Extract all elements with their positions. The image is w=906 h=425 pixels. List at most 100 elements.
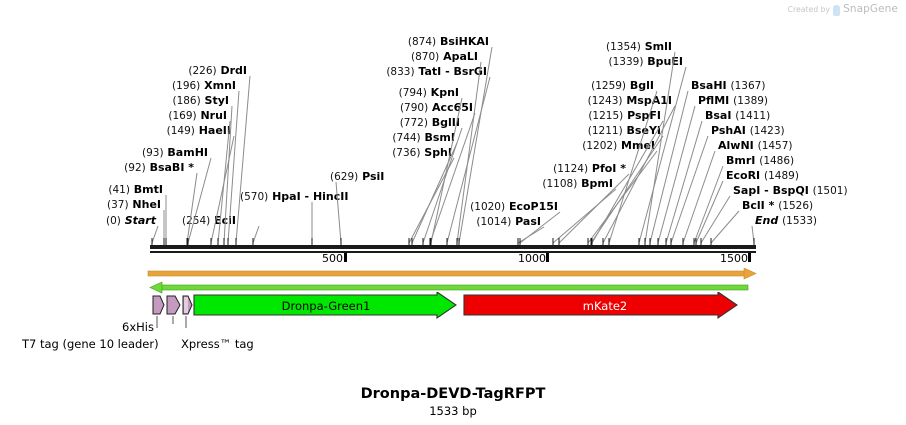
enzyme-label-end[interactable]: End (1533): [755, 215, 817, 227]
leader-alwni: [682, 150, 716, 244]
ruler-bar-main: [150, 245, 756, 249]
enzyme-position: (93): [142, 147, 164, 159]
enzyme-label-start[interactable]: (0) Start: [106, 215, 156, 227]
enzyme-position: (736): [392, 147, 421, 159]
ruler-label-500: 500: [322, 252, 343, 265]
enzyme-label-apali[interactable]: (870) ApaLI: [411, 51, 478, 63]
enzyme-label-bsabi[interactable]: (92) BsaBI *: [124, 162, 194, 174]
enzyme-position: (37): [107, 199, 129, 211]
enzyme-label-bsai[interactable]: BsaI (1411): [705, 110, 770, 122]
leader-bsai: [665, 120, 703, 244]
enzyme-name: BmrI: [726, 154, 756, 167]
leader-pasi: [517, 226, 545, 244]
leader-sphi: [408, 157, 455, 244]
enzyme-label-bsahi[interactable]: BsaHI (1367): [691, 80, 765, 92]
promoter-track-arrow: [149, 281, 749, 294]
enzyme-position: (1457): [757, 140, 793, 152]
enzyme-position: (772): [399, 117, 428, 129]
enzyme-label-bsmi[interactable]: (744) BsmI: [392, 132, 455, 144]
enzyme-position: (1354): [605, 41, 641, 53]
enzyme-label-bseyi[interactable]: (1211) BseYI: [588, 125, 661, 137]
enzyme-name: End: [755, 214, 779, 227]
enzyme-label-smli[interactable]: (1354) SmlI: [606, 41, 672, 53]
feature-label-6xhis: 6xHis: [122, 320, 154, 334]
enzyme-name: Acc65I: [432, 101, 473, 114]
gene-label-dronpa-green1: Dronpa-Green1: [281, 299, 371, 313]
enzyme-label-nrui[interactable]: (169) NruI: [168, 110, 227, 122]
enzyme-label-bpuei[interactable]: (1339) BpuEI: [609, 56, 683, 68]
enzyme-name: SphI: [424, 146, 452, 159]
gene-feature-track[interactable]: [0, 292, 906, 332]
enzyme-label-ecori[interactable]: EcoRI (1489): [726, 170, 799, 182]
leader-bpuei: [638, 66, 687, 244]
enzyme-name: SmlI: [644, 40, 672, 53]
leader-drdi: [235, 75, 251, 244]
enzyme-position: (790): [399, 102, 429, 114]
enzyme-label-bgli[interactable]: (1259) BglI: [591, 80, 654, 92]
ruler-bar-secondary: [150, 251, 756, 253]
enzyme-position: (1020): [470, 201, 506, 213]
enzyme-name: BpmI: [581, 177, 613, 190]
leader-psii: [335, 181, 342, 244]
enzyme-position: (169): [168, 110, 197, 122]
enzyme-position: (1489): [764, 170, 799, 182]
enzyme-position: (1501): [812, 185, 848, 197]
snapgene-watermark: Created by SnapGene: [788, 3, 898, 16]
enzyme-leader-lines: [151, 46, 755, 244]
enzyme-position: (1486): [759, 155, 795, 167]
enzyme-label-mspa1i[interactable]: (1243) MspA1I: [588, 95, 672, 107]
leader-tati: [446, 76, 491, 244]
enzyme-name-secondary: BsrGI: [453, 65, 487, 78]
enzyme-label-pfoi[interactable]: (1124) PfoI *: [553, 163, 626, 175]
leader-bcli: [710, 210, 740, 244]
enzyme-label-bmri[interactable]: BmrI (1486): [726, 155, 794, 167]
enzyme-name: PflMI: [698, 94, 730, 107]
enzyme-position: (1211): [587, 125, 623, 137]
enzyme-label-bglii[interactable]: (772) BglII: [400, 117, 460, 129]
enzyme-label-bpmi[interactable]: (1108) BpmI: [542, 178, 613, 190]
leader-kpni: [430, 97, 463, 244]
enzyme-label-kpni[interactable]: (794) KpnI: [399, 87, 459, 99]
leader-bsmi: [411, 142, 458, 244]
enzyme-position: (1411): [735, 110, 771, 122]
enzyme-name: HpaI: [272, 190, 301, 203]
enzyme-label-nhei[interactable]: (37) NheI: [107, 199, 161, 211]
enzyme-label-sapi-bspqi[interactable]: SapI - BspQI (1501): [733, 185, 848, 197]
enzyme-name: BseYI: [626, 124, 661, 137]
enzyme-label-bsihkai[interactable]: (874) BsiHKAI: [408, 36, 489, 48]
enzyme-label-hpai-hincii[interactable]: (570) HpaI - HincII: [240, 191, 348, 203]
enzyme-position: (1533): [782, 215, 817, 227]
enzyme-label-pshai[interactable]: PshAI (1423): [711, 125, 785, 137]
enzyme-label-pflmi[interactable]: PflMI (1389): [698, 95, 768, 107]
enzyme-label-pasi[interactable]: (1014) PasI: [476, 216, 541, 228]
enzyme-position: (254): [182, 215, 211, 227]
enzyme-label-sphi[interactable]: (736) SphI: [392, 147, 452, 159]
feature-label-xpress-tag: Xpress™ tag: [181, 337, 254, 351]
enzyme-name: TatI: [418, 65, 442, 78]
enzyme-position: (196): [172, 80, 201, 92]
enzyme-label-tati-bsrgi[interactable]: (833) TatI - BsrGI: [386, 66, 487, 78]
enzyme-label-bamhi[interactable]: (93) BamHI: [142, 147, 208, 159]
enzyme-name: PfoI *: [591, 162, 626, 175]
leader-ecii: [252, 225, 260, 244]
enzyme-label-mmei[interactable]: (1202) MmeI: [582, 140, 655, 152]
enzyme-label-alwni[interactable]: AlwNI (1457): [718, 140, 793, 152]
enzyme-position: (1339): [608, 56, 644, 68]
enzyme-position: (1526): [778, 200, 814, 212]
ruler-scale-tick-1000: [546, 253, 549, 262]
enzyme-label-haeii[interactable]: (149) HaeII: [167, 125, 231, 137]
enzyme-name: BmtI: [133, 183, 163, 196]
enzyme-label-bmti[interactable]: (41) BmtI: [108, 184, 163, 196]
enzyme-name: BglII: [431, 116, 460, 129]
enzyme-label-ecop15i[interactable]: (1020) EcoP15I: [470, 201, 558, 213]
enzyme-name: EcoRI: [726, 169, 761, 182]
enzyme-label-drdi[interactable]: (226) DrdI: [188, 65, 247, 77]
sequence-ruler[interactable]: [0, 238, 906, 318]
enzyme-name: BamHI: [167, 146, 208, 159]
enzyme-label-acc65i[interactable]: (790) Acc65I: [400, 102, 473, 114]
enzyme-label-xmni[interactable]: (196) XmnI: [172, 80, 236, 92]
enzyme-label-pspfi[interactable]: (1215) PspFI: [588, 110, 661, 122]
enzyme-label-psii[interactable]: (629) PsiI: [330, 171, 384, 183]
enzyme-label-styi[interactable]: (186) StyI: [172, 95, 229, 107]
enzyme-label-bcli[interactable]: BclI * (1526): [742, 200, 813, 212]
